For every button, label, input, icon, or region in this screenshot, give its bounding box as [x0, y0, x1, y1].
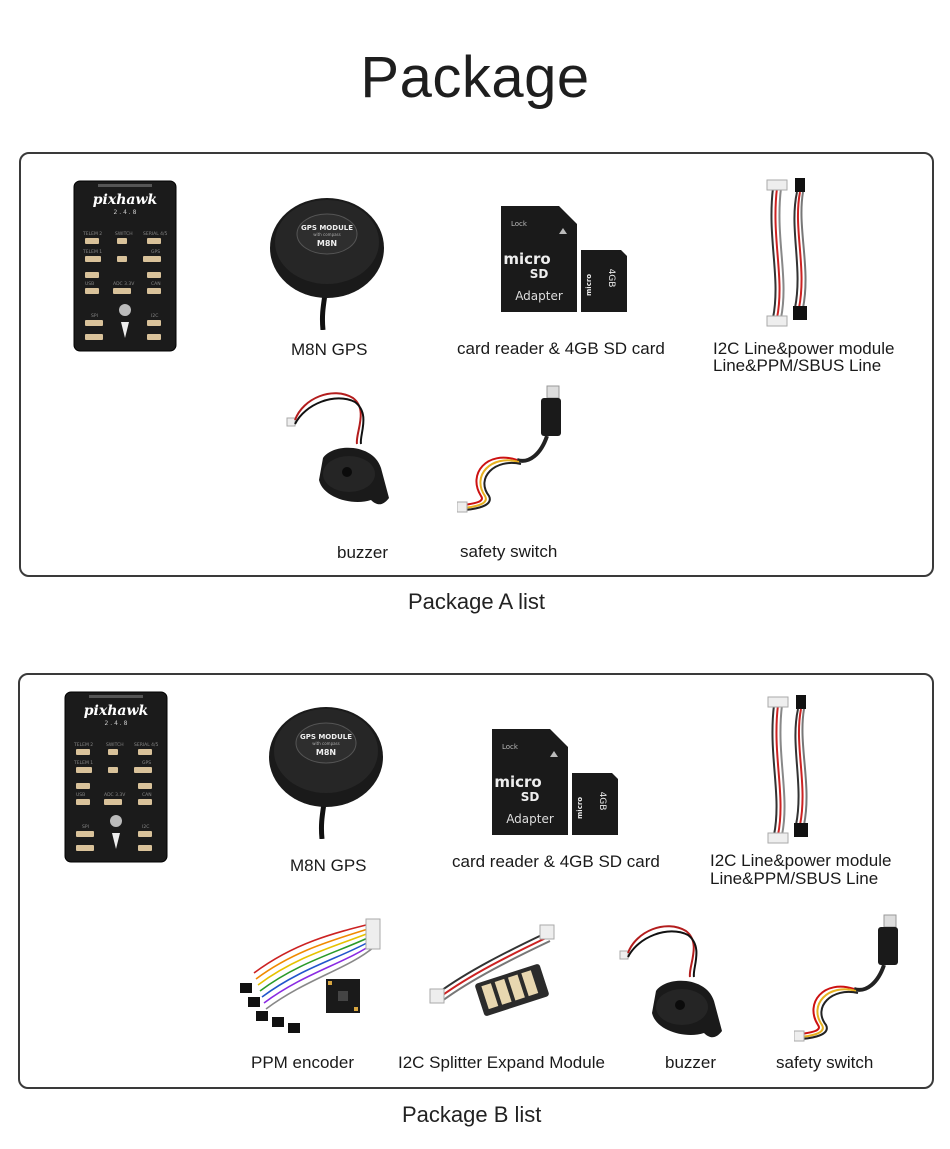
i2c-splitter-image — [428, 921, 558, 1021]
item-label-buzzer: buzzer — [665, 1053, 717, 1072]
item-label-buzzer: buzzer — [337, 543, 389, 562]
package-a-panel: M8N GPS card reader & 4GB SD card I2C Li… — [19, 152, 934, 577]
gps-module-image — [267, 190, 387, 330]
safety-switch-image — [794, 913, 904, 1043]
gps-module-image — [266, 699, 386, 839]
item-label-i2c-line-2: Line&PPM/SBUS Line — [710, 869, 879, 888]
item-label-sd-card: card reader & 4GB SD card — [452, 852, 660, 871]
sd-card-image — [497, 204, 637, 314]
item-label-sd-card: card reader & 4GB SD card — [457, 339, 665, 358]
pixhawk-board-image — [64, 691, 168, 863]
buzzer-image — [283, 388, 393, 518]
item-label-safety-switch: safety switch — [460, 542, 558, 561]
package-b-panel: M8N GPS card reader & 4GB SD card I2C Li… — [18, 673, 934, 1089]
item-label-safety-switch: safety switch — [776, 1053, 874, 1072]
ppm-encoder-image — [234, 913, 384, 1033]
page-title: Package — [360, 45, 590, 110]
buzzer-image — [616, 921, 726, 1051]
package-a-caption: Package A list — [408, 589, 545, 614]
safety-switch-image — [457, 384, 567, 514]
item-label-gps: M8N GPS — [290, 856, 367, 875]
package-b-caption: Package B list — [402, 1102, 542, 1127]
pixhawk-board-image — [73, 180, 177, 352]
sd-card-image — [488, 727, 628, 837]
item-label-ppm-encoder: PPM encoder — [251, 1053, 354, 1072]
item-label-i2c-line-1: I2C Line&power module — [710, 851, 892, 870]
i2c-cables-image — [760, 695, 820, 845]
item-label-i2c-line-2: Line&PPM/SBUS Line — [713, 356, 882, 375]
item-label-i2c-splitter: I2C Splitter Expand Module — [398, 1053, 605, 1072]
i2c-cables-image — [759, 178, 819, 328]
item-label-i2c-line-1: I2C Line&power module — [713, 339, 895, 358]
item-label-gps: M8N GPS — [291, 340, 368, 359]
